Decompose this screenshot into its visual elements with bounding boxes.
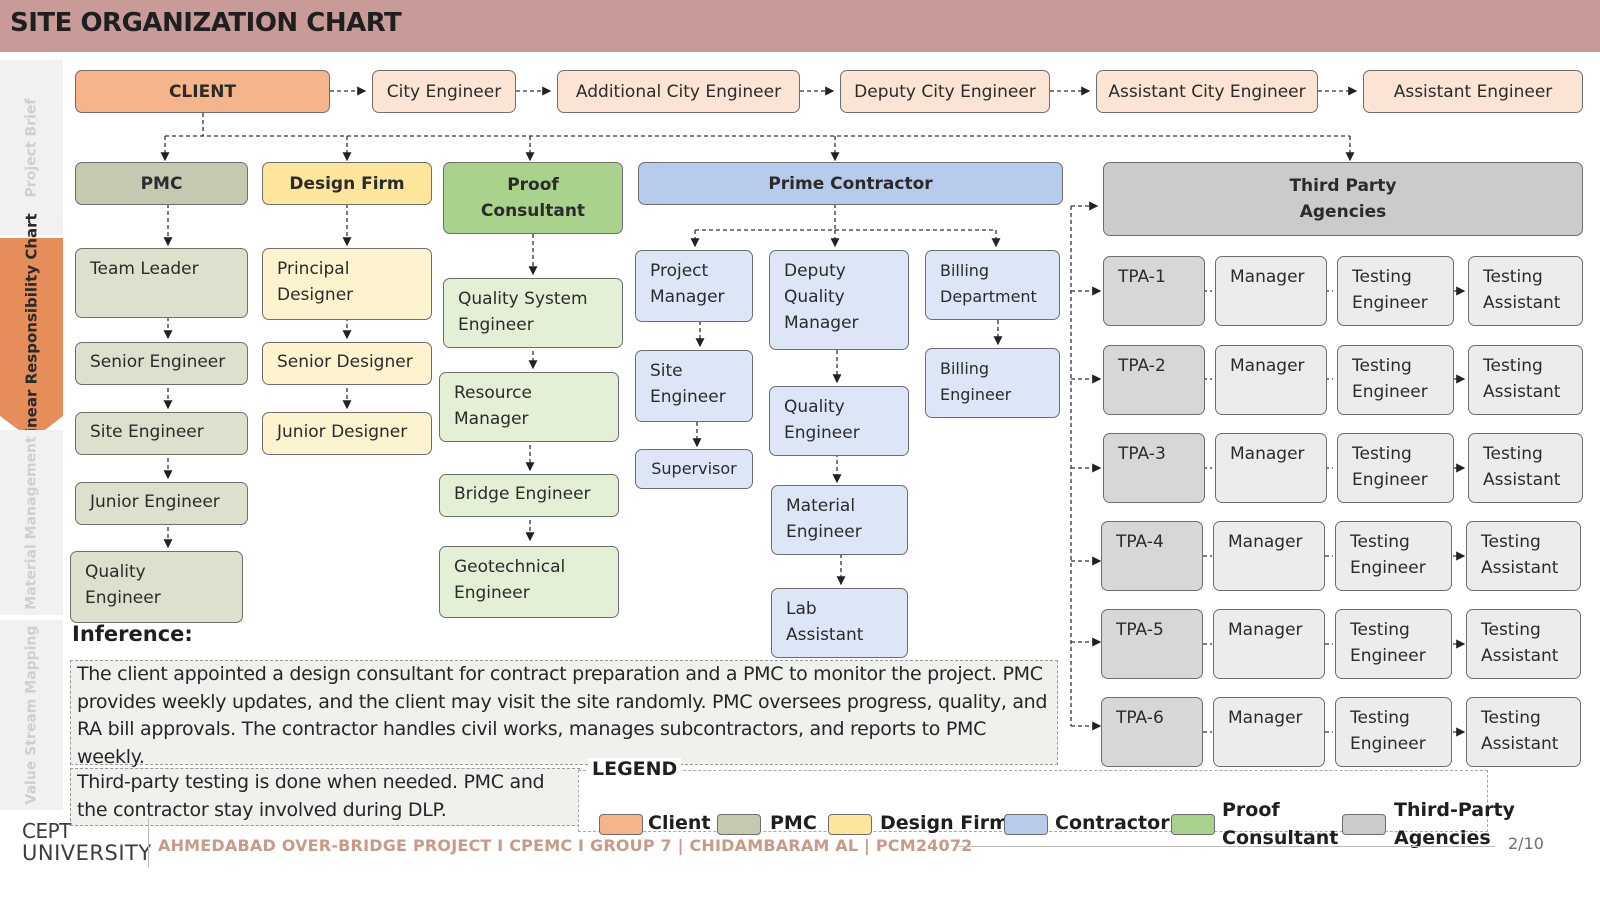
node-billing-department: Billing Department [925, 250, 1060, 320]
legend-label-pmc: PMC [770, 812, 817, 834]
legend-swatch-third-party [1342, 814, 1386, 835]
side-tab-project-brief[interactable]: Project Brief [0, 60, 63, 235]
legend-swatch-design-firm [828, 814, 872, 835]
node-site-engineer-contractor: Site Engineer [635, 350, 753, 422]
node-principal-designer: Principal Designer [262, 248, 432, 320]
node-team-leader: Team Leader [75, 248, 248, 318]
node-deputy-city-engineer: Deputy City Engineer [840, 70, 1050, 113]
logo-text-top: CEPT [22, 819, 71, 843]
footer-rule [955, 846, 1495, 847]
node-tpa-2-testing-assistant: Testing Assistant [1468, 345, 1583, 415]
page-title: SITE ORGANIZATION CHART [10, 8, 402, 38]
node-additional-city-engineer: Additional City Engineer [557, 70, 800, 113]
legend-label-contractor: Contractor [1055, 812, 1170, 834]
node-junior-designer: Junior Designer [262, 412, 432, 455]
node-supervisor: Supervisor [635, 449, 753, 489]
legend-label-client: Client [648, 812, 711, 834]
legend-swatch-contractor [1004, 814, 1048, 835]
node-tpa-5-manager: Manager [1213, 609, 1325, 679]
node-tpa-6-testing-engineer: Testing Engineer [1335, 697, 1452, 767]
node-client: CLIENT [75, 70, 330, 113]
node-tpa-3-testing-assistant: Testing Assistant [1468, 433, 1583, 503]
node-tpa-5: TPA-5 [1101, 609, 1203, 679]
node-tpa-5-testing-assistant: Testing Assistant [1466, 609, 1581, 679]
node-tpa-4-testing-engineer: Testing Engineer [1335, 521, 1452, 591]
node-tpa-1: TPA-1 [1103, 256, 1205, 326]
node-bridge-engineer: Bridge Engineer [439, 474, 619, 517]
node-tpa-6-testing-assistant: Testing Assistant [1466, 697, 1581, 767]
inference-paragraph-1: The client appointed a design consultant… [70, 660, 1058, 768]
node-tpa-2-manager: Manager [1215, 345, 1327, 415]
node-quality-system-engineer: Quality System Engineer [443, 278, 623, 348]
node-quality-engineer-pmc: Quality Engineer [70, 551, 243, 623]
logo-text-bottom: UNIVERSITY [22, 841, 152, 865]
inference-paragraph-2: Third-party testing is done when needed.… [70, 768, 580, 826]
node-site-engineer: Site Engineer [75, 412, 248, 455]
legend-label-third-party: Third-Party Agencies [1394, 799, 1515, 849]
node-third-party-agencies: Third Party Agencies [1103, 162, 1583, 236]
side-tab-value-stream-mapping[interactable]: Value Stream Mapping [0, 620, 63, 810]
node-tpa-5-testing-engineer: Testing Engineer [1335, 609, 1452, 679]
legend-swatch-proof-consultant [1171, 814, 1215, 835]
legend-label-proof-consultant: Proof Consultant [1222, 799, 1339, 849]
node-assistant-engineer: Assistant Engineer [1363, 70, 1583, 113]
node-project-manager: Project Manager [635, 250, 753, 322]
node-quality-engineer-contractor: Quality Engineer [769, 386, 909, 456]
footer-project-text: AHMEDABAD OVER-BRIDGE PROJECT I CPEMC I … [158, 836, 973, 855]
node-junior-engineer: Junior Engineer [75, 482, 248, 525]
node-tpa-3-testing-engineer: Testing Engineer [1337, 433, 1454, 503]
node-tpa-1-testing-engineer: Testing Engineer [1337, 256, 1454, 326]
node-geotechnical-engineer: Geotechnical Engineer [439, 546, 619, 618]
node-tpa-2: TPA-2 [1103, 345, 1205, 415]
node-deputy-quality-manager: Deputy Quality Manager [769, 250, 909, 350]
cept-university-logo: CEPT UNIVERSITY [22, 820, 152, 864]
legend-swatch-client [599, 814, 643, 835]
page-number: 2/10 [1508, 834, 1544, 853]
side-tab-material-management[interactable]: Material Management [0, 430, 63, 615]
legend-title: LEGEND [588, 758, 682, 780]
legend-label-design-firm: Design Firm [880, 812, 1009, 834]
node-lab-assistant: Lab Assistant [771, 588, 908, 658]
node-city-engineer: City Engineer [372, 70, 516, 113]
node-prime-contractor: Prime Contractor [638, 162, 1063, 205]
node-tpa-4: TPA-4 [1101, 521, 1203, 591]
node-design-firm: Design Firm [262, 162, 432, 205]
node-pmc: PMC [75, 162, 248, 205]
node-assistant-city-engineer: Assistant City Engineer [1096, 70, 1318, 113]
title-bar: SITE ORGANIZATION CHART [0, 0, 1600, 52]
inference-title: Inference: [72, 622, 193, 646]
node-resource-manager: Resource Manager [439, 372, 619, 442]
node-tpa-4-testing-assistant: Testing Assistant [1466, 521, 1581, 591]
node-tpa-6-manager: Manager [1213, 697, 1325, 767]
node-tpa-2-testing-engineer: Testing Engineer [1337, 345, 1454, 415]
node-tpa-4-manager: Manager [1213, 521, 1325, 591]
node-proof-consultant: Proof Consultant [443, 162, 623, 234]
node-senior-designer: Senior Designer [262, 342, 432, 385]
node-tpa-1-manager: Manager [1215, 256, 1327, 326]
node-material-engineer: Material Engineer [771, 485, 908, 555]
side-tab-active-shape [0, 238, 63, 440]
node-tpa-3: TPA-3 [1103, 433, 1205, 503]
legend-swatch-pmc [717, 814, 761, 835]
node-tpa-1-testing-assistant: Testing Assistant [1468, 256, 1583, 326]
node-tpa-6: TPA-6 [1101, 697, 1203, 767]
node-senior-engineer: Senior Engineer [75, 342, 248, 385]
node-billing-engineer: Billing Engineer [925, 348, 1060, 418]
footer-divider [148, 818, 149, 868]
node-tpa-3-manager: Manager [1215, 433, 1327, 503]
